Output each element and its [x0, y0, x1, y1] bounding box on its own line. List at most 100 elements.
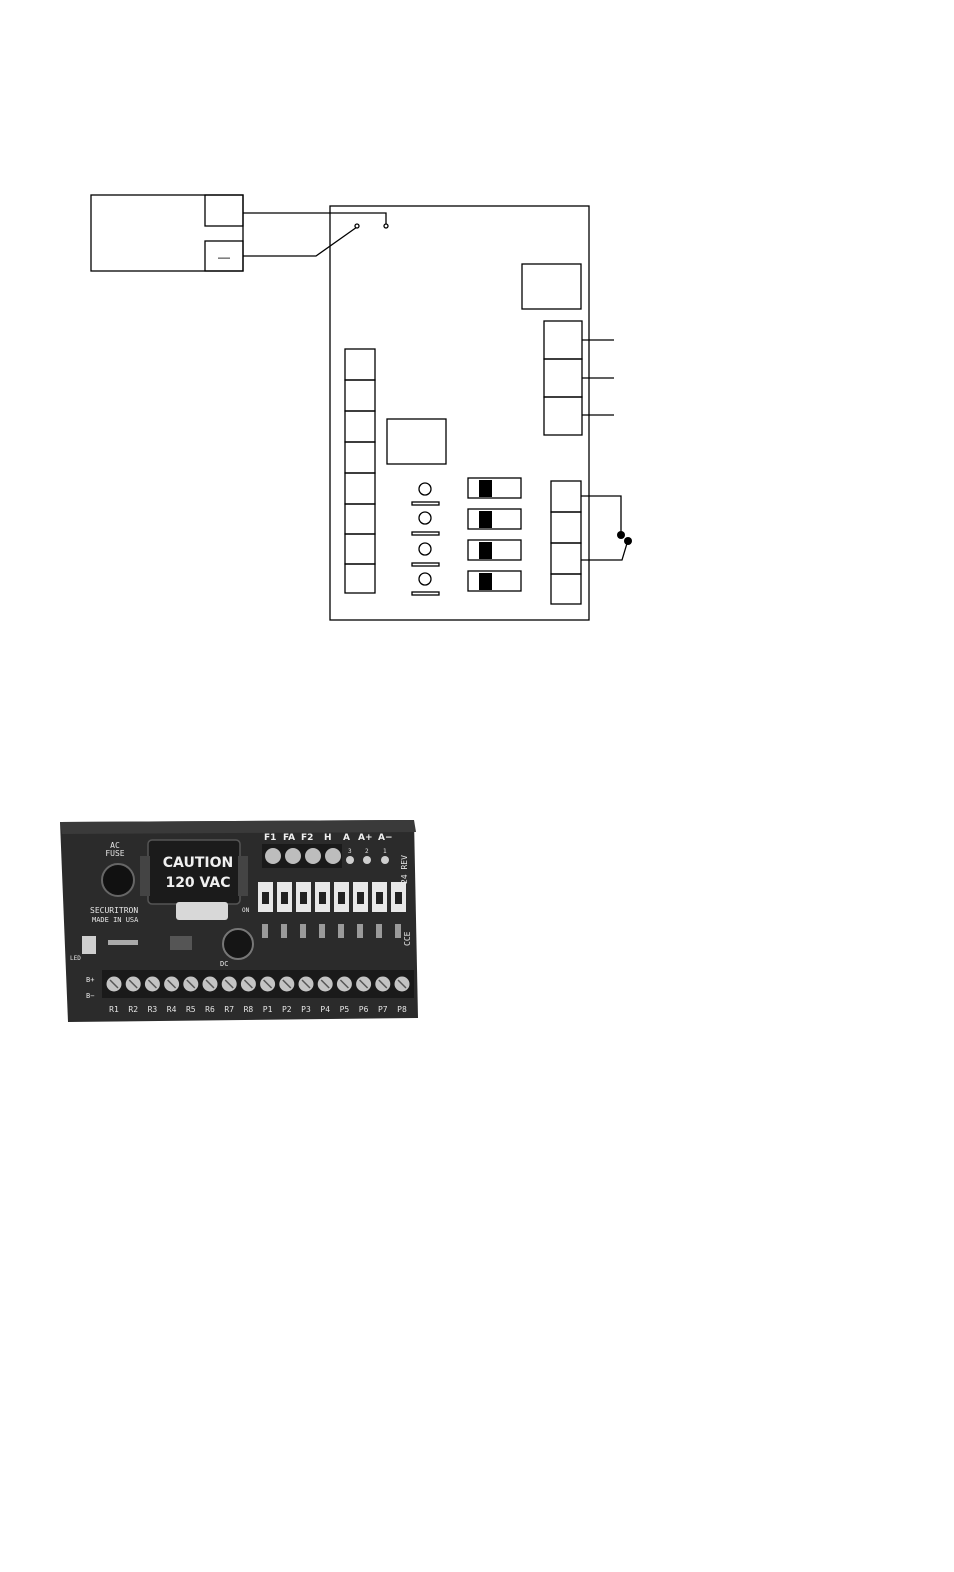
terminal-cell: [344, 410, 376, 443]
led-indicator: [418, 511, 432, 525]
screw-slot: [397, 979, 407, 989]
dip-switch-lever: [319, 892, 326, 904]
dip-switch: [467, 539, 522, 561]
on-label: ON: [242, 907, 250, 914]
led-indicator: [418, 572, 432, 586]
screw-slot: [320, 979, 330, 989]
screw-slot: [109, 979, 119, 989]
screw-slot: [128, 979, 138, 989]
jumper-wire: [581, 495, 622, 534]
diode: [262, 924, 268, 938]
wire-junction: [617, 531, 625, 539]
top-terminal-label: H: [324, 833, 332, 843]
screw-slot: [167, 979, 177, 989]
dip-switch-lever: [357, 892, 364, 904]
status-leds: [346, 856, 389, 864]
dip-switch-lever: [262, 892, 269, 904]
side-label: LED: [70, 955, 81, 962]
made-in-label: MADE IN USA: [92, 916, 139, 924]
side-label: B+: [86, 976, 94, 984]
bottom-terminal-label: R8: [244, 1005, 254, 1014]
terminal-cell: [344, 503, 376, 535]
diode: [281, 924, 287, 938]
diode: [357, 924, 363, 938]
screw-slot: [224, 979, 234, 989]
terminal-cell: [344, 472, 376, 505]
led-indicator: [418, 482, 432, 496]
resistor: [108, 940, 138, 945]
screw-slot: [263, 979, 273, 989]
bottom-terminal-label: R2: [128, 1005, 138, 1014]
bottom-terminal-label: R1: [109, 1005, 119, 1014]
switch-contact: [354, 223, 360, 229]
top-terminal-label: A−: [378, 833, 393, 843]
side-label: B−: [86, 992, 94, 1000]
screw-slot: [282, 979, 292, 989]
fuse-holder: [101, 863, 135, 897]
led-resistor: [411, 562, 440, 567]
terminal-cell: [550, 511, 582, 544]
dip-switch-lever: [338, 892, 345, 904]
capacitor: [222, 928, 254, 960]
led-resistor: [411, 591, 440, 596]
positive-terminal: [204, 194, 244, 227]
led-component: [82, 936, 96, 954]
screw-slot: [359, 979, 369, 989]
terminal-cell: [543, 320, 583, 360]
bottom-terminal-label: P7: [378, 1005, 388, 1014]
led-number: 3: [348, 848, 352, 855]
screw-slot: [243, 979, 253, 989]
top-terminal-block: [262, 844, 342, 868]
terminal-cell: [344, 348, 376, 381]
diode: [376, 924, 382, 938]
dip-switch-lever: [479, 542, 492, 559]
negative-symbol: —: [218, 250, 230, 264]
switch-contact: [383, 223, 389, 229]
ic-chip: [170, 936, 192, 950]
screw-slot: [378, 979, 388, 989]
screw-slot: [186, 979, 196, 989]
rev-label: 24 REV: [400, 855, 409, 884]
terminal-cell: [344, 533, 376, 565]
top-terminal-label: FA: [283, 833, 295, 843]
fuse-label-ac: AC: [110, 841, 120, 850]
bottom-terminal-label: R6: [205, 1005, 215, 1014]
bottom-terminal-label: R3: [148, 1005, 158, 1014]
bottom-terminal-label: P2: [282, 1005, 292, 1014]
dip-switch-lever: [281, 892, 288, 904]
cce-label: CCE: [403, 931, 412, 946]
dip-switch-lever: [479, 480, 492, 497]
top-terminal-label: F1: [264, 833, 276, 843]
caution-plate: CAUTION 120 VAC: [140, 839, 248, 905]
dip-switch-lever: [479, 511, 492, 528]
bottom-terminal-label: P6: [359, 1005, 369, 1014]
terminal-cell: [550, 542, 582, 575]
dc-label: DC: [220, 960, 228, 968]
fuse-block: [386, 418, 447, 465]
bottom-terminal-label: R7: [224, 1005, 234, 1014]
terminal-cell: [344, 563, 376, 594]
fuse-label: FUSE: [105, 849, 124, 858]
screw-slot: [147, 979, 157, 989]
bottom-terminal-label: P1: [263, 1005, 273, 1014]
board-photo: CAUTION 120 VAC AC FUSE SECURITRON MADE …: [60, 820, 418, 1022]
negative-wire: [243, 226, 358, 257]
terminal-cell: [550, 573, 582, 605]
dip-switch-row: [258, 882, 406, 912]
dip-switch-lever: [376, 892, 383, 904]
dip-switch-lever: [395, 892, 402, 904]
dip-switch-lever: [300, 892, 307, 904]
diode: [395, 924, 401, 938]
top-terminal-label: A+: [358, 833, 373, 843]
voltage-text: 120 VAC: [165, 875, 230, 891]
bottom-screws: [106, 976, 410, 992]
dip-switch: [467, 570, 522, 592]
wire-junction: [624, 537, 632, 545]
dip-switch-lever: [479, 573, 492, 590]
wiring-diagram: —: [90, 194, 632, 621]
led-resistor: [411, 501, 440, 506]
bottom-terminal-label: R5: [186, 1005, 196, 1014]
terminal-cell: [543, 358, 583, 398]
bottom-terminal-label: P8: [397, 1005, 407, 1014]
